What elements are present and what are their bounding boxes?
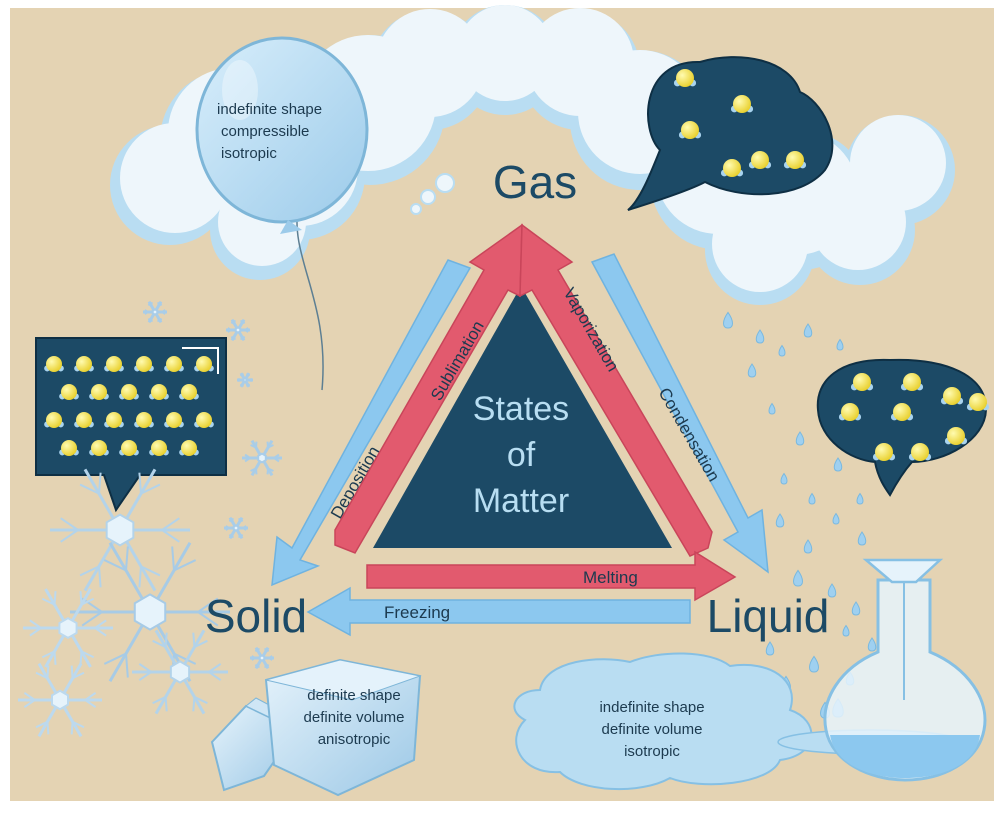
liquid-label: Liquid: [707, 590, 830, 642]
solid-label: Solid: [205, 590, 307, 642]
liquid-property-3: isotropic: [624, 743, 680, 760]
freezing-label: Freezing: [384, 603, 450, 622]
melting-label: Melting: [583, 568, 638, 587]
gas-property-2: compressible: [221, 123, 309, 140]
center-title-line-1: States: [473, 390, 569, 428]
solid-property-3: anisotropic: [318, 731, 391, 748]
solid-property-1: definite shape: [307, 687, 400, 704]
liquid-property-1: indefinite shape: [599, 699, 704, 716]
gas-property-1: indefinite shape: [217, 101, 322, 118]
center-title-line-2: of: [507, 436, 536, 474]
center-title-line-3: Matter: [473, 482, 569, 520]
gas-property-3: isotropic: [221, 145, 277, 162]
solid-property-2: definite volume: [304, 709, 405, 726]
gas-label: Gas: [493, 156, 577, 208]
liquid-property-2: definite volume: [602, 721, 703, 738]
